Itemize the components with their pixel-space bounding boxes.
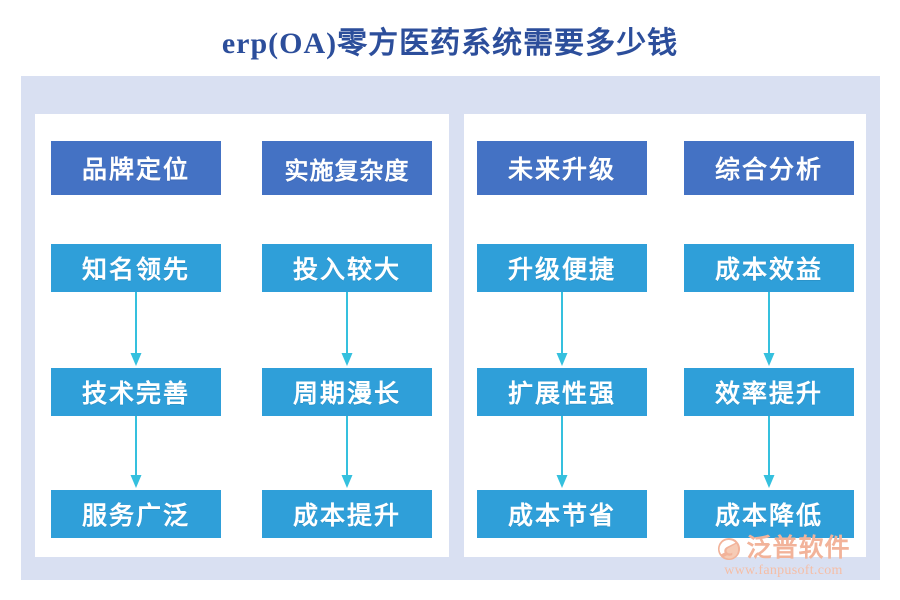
header-box-brand-positioning[interactable]: 品牌定位 bbox=[51, 141, 221, 195]
arrow-analysis-2-to-3 bbox=[762, 416, 776, 490]
arrow-analysis-1-to-2 bbox=[762, 292, 776, 368]
page-title: erp(OA)零方医药系统需要多少钱 bbox=[221, 27, 679, 60]
arrow-implementation-2-to-3 bbox=[340, 416, 354, 490]
arrow-brand-2-to-3 bbox=[129, 416, 143, 490]
step-box-analysis-3[interactable]: 成本降低 bbox=[684, 490, 854, 538]
right-group-panel: 未来升级 升级便捷 扩展性强 成本节省 综 bbox=[464, 114, 866, 557]
watermark-url: www.fanpusoft.com bbox=[724, 562, 843, 578]
arrow-upgrade-2-to-3 bbox=[555, 416, 569, 490]
left-group-panel: 品牌定位 知名领先 技术完善 服务广泛 实 bbox=[35, 114, 449, 557]
arrow-brand-1-to-2 bbox=[129, 292, 143, 368]
step-box-analysis-1[interactable]: 成本效益 bbox=[684, 244, 854, 292]
step-box-implementation-1[interactable]: 投入较大 bbox=[262, 244, 432, 292]
diagram-outer-panel: 品牌定位 知名领先 技术完善 服务广泛 实 bbox=[21, 76, 880, 580]
header-box-comprehensive-analysis[interactable]: 综合分析 bbox=[684, 141, 854, 195]
header-box-implementation-complexity[interactable]: 实施复杂度 bbox=[262, 141, 432, 195]
step-box-upgrade-1[interactable]: 升级便捷 bbox=[477, 244, 647, 292]
column-implementation-complexity: 实施复杂度 投入较大 周期漫长 成本提升 bbox=[262, 114, 432, 557]
column-future-upgrade: 未来升级 升级便捷 扩展性强 成本节省 bbox=[477, 114, 647, 557]
step-box-brand-2[interactable]: 技术完善 bbox=[51, 368, 221, 416]
step-box-analysis-2[interactable]: 效率提升 bbox=[684, 368, 854, 416]
step-box-implementation-3[interactable]: 成本提升 bbox=[262, 490, 432, 538]
arrow-implementation-1-to-2 bbox=[340, 292, 354, 368]
step-box-upgrade-2[interactable]: 扩展性强 bbox=[477, 368, 647, 416]
step-box-upgrade-3[interactable]: 成本节省 bbox=[477, 490, 647, 538]
arrow-upgrade-1-to-2 bbox=[555, 292, 569, 368]
step-box-implementation-2[interactable]: 周期漫长 bbox=[262, 368, 432, 416]
header-box-future-upgrade[interactable]: 未来升级 bbox=[477, 141, 647, 195]
step-box-brand-1[interactable]: 知名领先 bbox=[51, 244, 221, 292]
column-comprehensive-analysis: 综合分析 成本效益 效率提升 成本降低 bbox=[684, 114, 854, 557]
step-box-brand-3[interactable]: 服务广泛 bbox=[51, 490, 221, 538]
column-brand-positioning: 品牌定位 知名领先 技术完善 服务广泛 bbox=[51, 114, 221, 557]
